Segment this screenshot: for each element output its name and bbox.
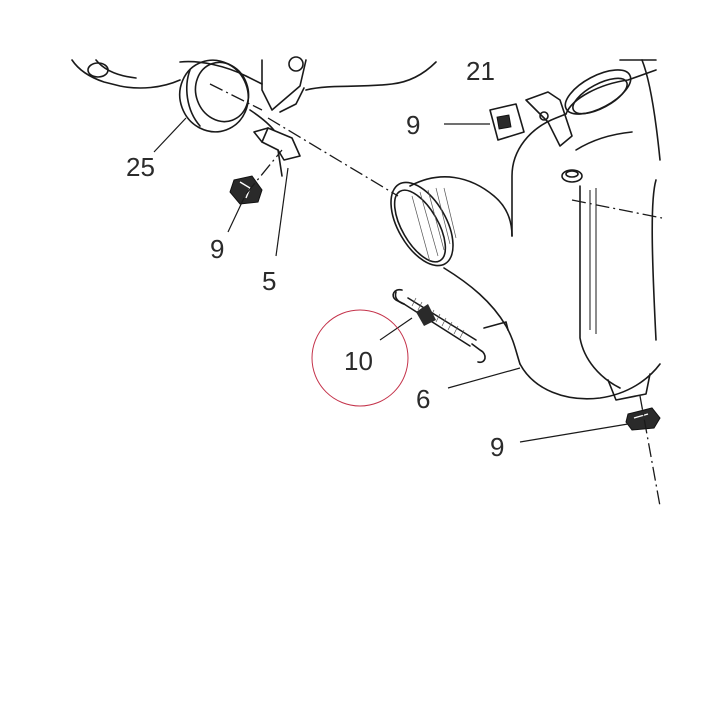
callout-21: 21 (466, 56, 495, 86)
spring-part (392, 288, 486, 364)
callout-9-top: 9 (406, 110, 420, 140)
nut-left (229, 175, 263, 205)
silencer-part (390, 59, 661, 431)
callout-6: 6 (416, 384, 430, 414)
callout-9-left: 9 (210, 234, 224, 264)
bracket-part (253, 127, 301, 177)
callout-9-bottom: 9 (490, 432, 504, 462)
clamp-ring-part (178, 59, 250, 133)
clip-nut-top (489, 91, 573, 147)
highlight-circle (311, 309, 409, 407)
leader-lines (153, 117, 629, 443)
assembly-axes (209, 83, 663, 507)
callout-10: 10 (344, 346, 373, 376)
upper-left-assembly (71, 56, 437, 139)
callout-25: 25 (126, 152, 155, 182)
callout-5: 5 (262, 266, 276, 296)
